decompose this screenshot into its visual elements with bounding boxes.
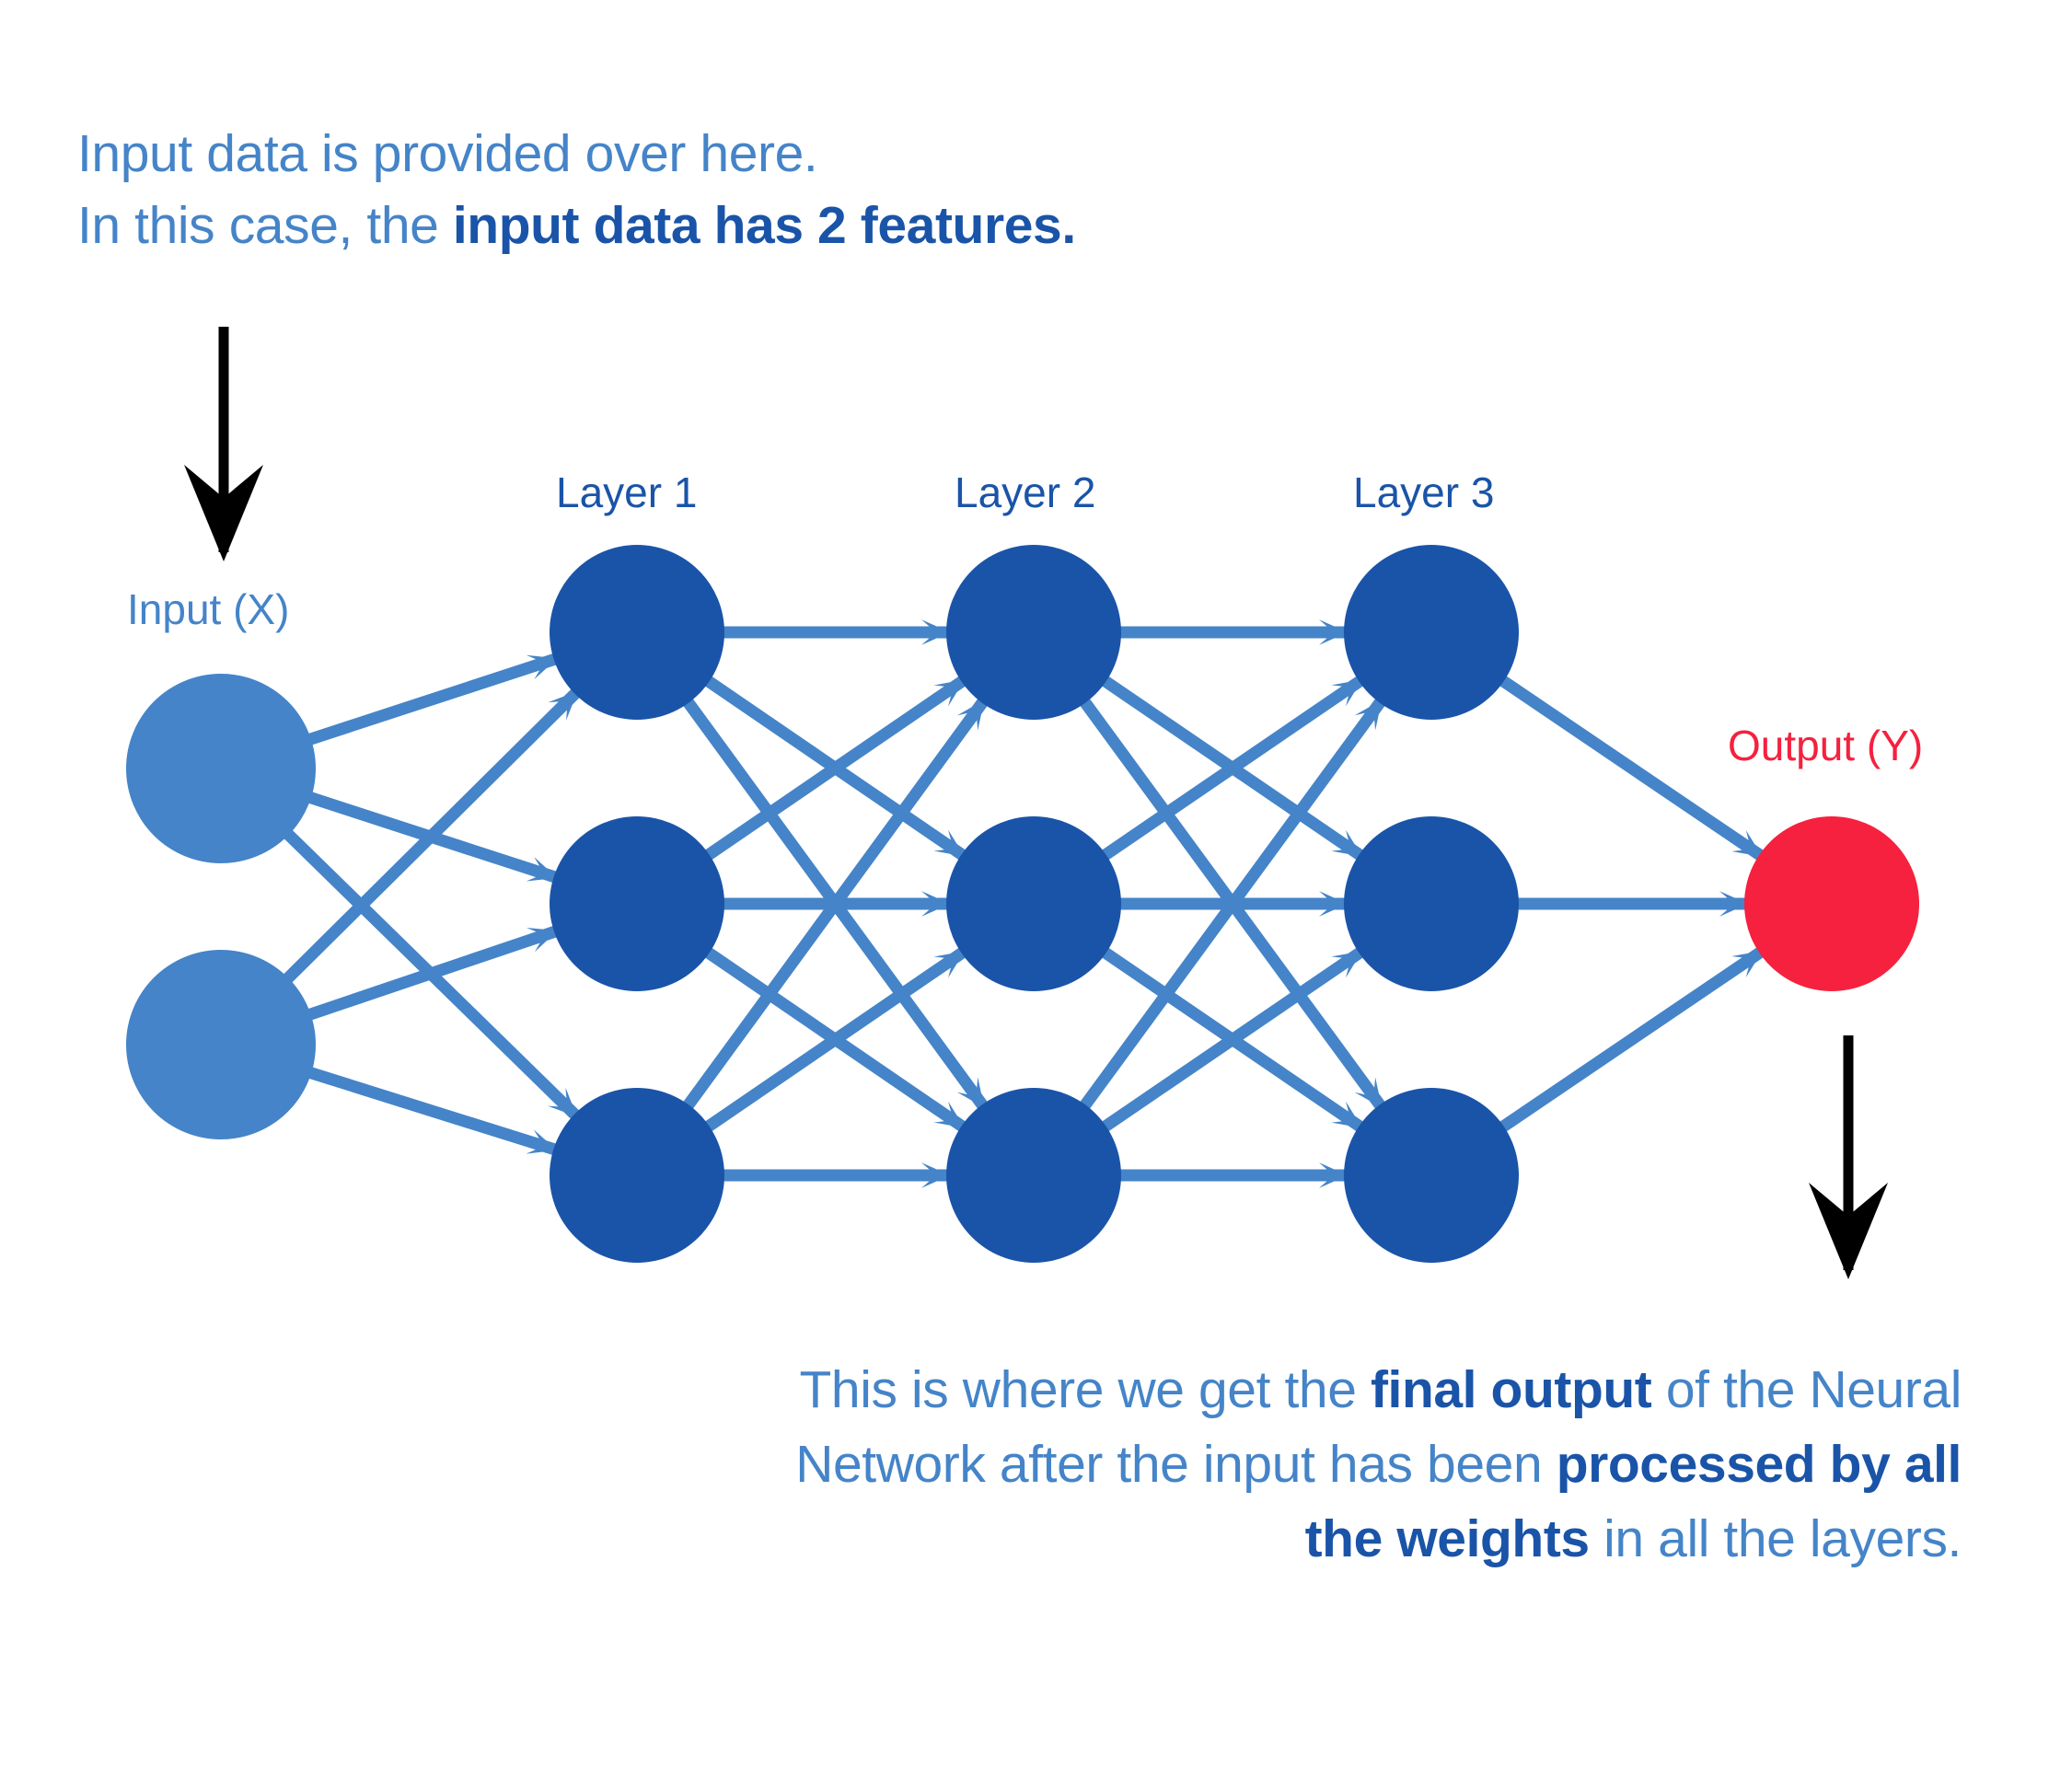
network-edge-arrowhead [1354, 1077, 1383, 1108]
network-edge-arrowhead [920, 1162, 950, 1188]
top-annotation: Input data is provided over here. In thi… [77, 118, 1076, 261]
top-annotation-prefix: In this case, the [77, 196, 453, 255]
network-edge-arrowhead [526, 857, 558, 882]
network-edge-arrowhead [1331, 679, 1362, 707]
network-edge [702, 946, 968, 1133]
network-edge [306, 1066, 560, 1156]
output-flow-arrow-head [1809, 1183, 1888, 1279]
network-edge-arrowhead [933, 679, 965, 707]
network-edges [281, 619, 1766, 1188]
input-flow-arrow-head [184, 465, 263, 561]
top-annotation-line-1: Input data is provided over here. [77, 118, 1076, 190]
network-edge-arrowhead [1354, 699, 1383, 731]
bottom-annotation-part-1: This is where we get the [799, 1360, 1371, 1419]
network-node-output-1[interactable] [1744, 816, 1919, 991]
network-edge-arrowhead [1331, 829, 1362, 857]
network-edge-arrowhead [526, 654, 558, 680]
layer-1-label: Layer 1 [556, 468, 698, 516]
network-edge [306, 653, 560, 746]
network-node-layer2-3[interactable] [946, 1088, 1121, 1263]
network-edge-arrowhead [526, 927, 558, 953]
network-node-layer3-2[interactable] [1344, 816, 1519, 991]
network-edge [305, 925, 560, 1022]
network-node-layer3-3[interactable] [1344, 1088, 1519, 1263]
network-node-layer2-1[interactable] [946, 545, 1121, 720]
network-edge [1497, 945, 1766, 1134]
network-edge-arrowhead [956, 699, 985, 731]
bottom-annotation-emphasis-1: final output [1370, 1360, 1652, 1419]
network-nodes [126, 545, 1919, 1263]
network-edge-arrowhead [1331, 951, 1362, 978]
network-edge [1099, 945, 1366, 1134]
network-node-layer2-2[interactable] [946, 816, 1121, 991]
network-node-input-2[interactable] [126, 950, 316, 1139]
network-node-layer1-2[interactable] [550, 816, 724, 991]
network-edge-arrowhead [1331, 1101, 1362, 1128]
network-edge [1497, 674, 1766, 862]
network-node-input-1[interactable] [126, 674, 316, 863]
flow-arrows [184, 327, 1888, 1279]
network-edge [1078, 696, 1387, 1112]
top-annotation-line-1-text: Input data is provided over here. [77, 124, 818, 183]
network-edge-arrowhead [933, 951, 965, 978]
network-edge-arrowhead [548, 691, 578, 721]
network-edge-arrowhead [1731, 951, 1763, 977]
network-edge-arrowhead [933, 1101, 965, 1128]
network-edge-arrowhead [1719, 891, 1748, 917]
layer-3-label: Layer 3 [1353, 468, 1495, 516]
bottom-annotation-part-2: of the Neural Network after the input ha… [795, 1360, 1962, 1494]
network-edge-arrowhead [1318, 891, 1348, 917]
network-node-layer1-3[interactable] [550, 1088, 724, 1263]
output-flow-arrow-shaft [1843, 1035, 1854, 1270]
input-layer-label: Input (X) [127, 585, 290, 633]
network-edge-arrowhead [548, 1087, 577, 1117]
bottom-annotation-emphasis-2: processed by all the weights [1304, 1435, 1962, 1568]
input-flow-arrow-shaft [218, 327, 229, 552]
network-edge [702, 675, 968, 861]
network-node-layer3-1[interactable] [1344, 545, 1519, 720]
network-edge-arrowhead [920, 891, 950, 917]
bottom-annotation: This is where we get the final output of… [747, 1353, 1962, 1577]
top-annotation-emphasis: input data has 2 features [452, 196, 1062, 255]
network-edge [1099, 674, 1366, 862]
bottom-annotation-part-3: in all the layers. [1589, 1509, 1962, 1568]
network-edge-arrowhead [933, 829, 965, 857]
network-edge-arrowhead [920, 619, 950, 645]
output-layer-label: Output (Y) [1728, 722, 1924, 769]
network-edge-arrowhead [1318, 1162, 1348, 1188]
network-edge-arrowhead [526, 1129, 558, 1154]
top-annotation-line-2: In this case, the input data has 2 featu… [77, 190, 1076, 261]
layer-2-label: Layer 2 [955, 468, 1096, 516]
network-edge [281, 687, 582, 985]
network-edge-arrowhead [1318, 619, 1348, 645]
network-edge [681, 696, 990, 1112]
network-node-layer1-1[interactable] [550, 545, 724, 720]
network-edge-arrowhead [1731, 830, 1763, 857]
network-edge-arrowhead [956, 1077, 985, 1108]
top-annotation-suffix: . [1061, 196, 1076, 255]
